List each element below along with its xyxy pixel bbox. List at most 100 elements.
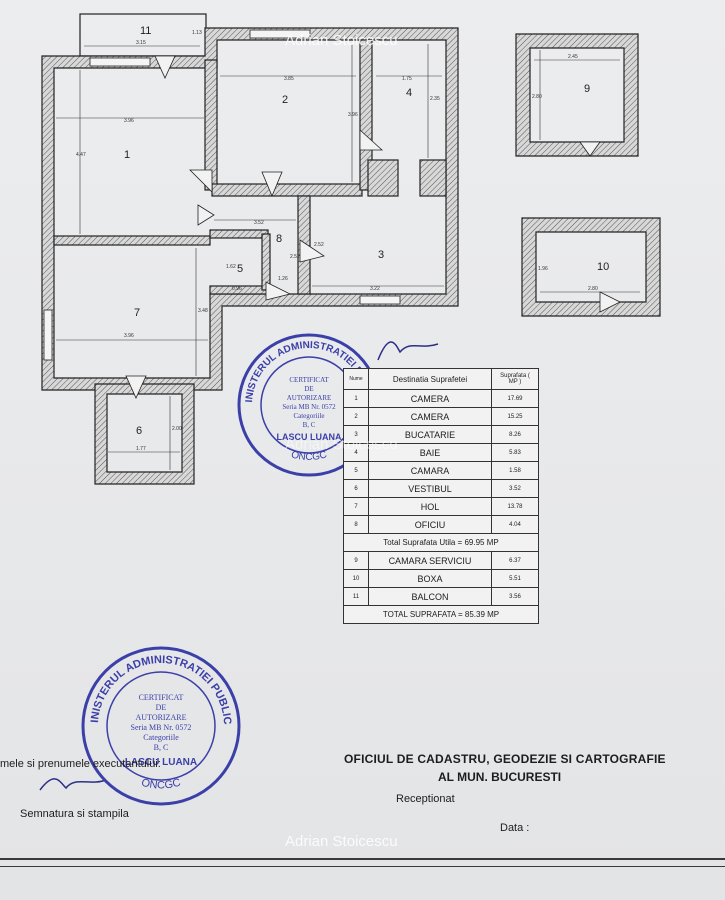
door-icon xyxy=(189,169,213,193)
table-row: 10 BOXA 5.51 xyxy=(343,569,539,588)
room-number: 9 xyxy=(584,83,590,95)
dimension-label: 2.80 xyxy=(588,286,598,292)
door-icon xyxy=(359,129,384,151)
table-row: 9 CAMARA SERVICIU 6.37 xyxy=(343,551,539,570)
wall-1-7 xyxy=(53,235,211,246)
wall-5-top xyxy=(209,229,269,239)
row-value: 15.25 xyxy=(491,407,539,426)
wall-2-8 xyxy=(211,183,363,197)
watermark: Adrian Stoicescu xyxy=(285,32,398,49)
stamp-bottom-text: ONCGC xyxy=(140,777,182,792)
row-name: CAMERA xyxy=(368,389,492,408)
room-number: 2 xyxy=(282,94,288,106)
row-value: 1.58 xyxy=(491,461,539,480)
divider-line xyxy=(0,866,725,867)
date-label: Data : xyxy=(500,822,530,834)
window xyxy=(249,29,311,39)
door-icon xyxy=(265,281,292,301)
room-number: 8 xyxy=(276,233,282,245)
row-number: 1 xyxy=(343,389,369,408)
dimension-label: 3.15 xyxy=(136,40,146,46)
table-row: 8 OFICIU 4.04 xyxy=(343,515,539,534)
dimension-label: 4.47 xyxy=(76,152,86,158)
row-value: 5.51 xyxy=(491,569,539,588)
stamp-line: CERTIFICAT xyxy=(289,376,329,384)
row-name: CAMERA xyxy=(368,407,492,426)
room-number: 3 xyxy=(378,249,384,261)
stamp-line: AUTORIZARE xyxy=(287,394,332,402)
stamp-name: LASCU LUANA xyxy=(125,757,197,768)
row-number: 8 xyxy=(343,515,369,534)
header-nr: Nume xyxy=(343,368,369,390)
dimension-label: 2.35 xyxy=(430,96,440,102)
stamp-line: B, C xyxy=(303,421,316,429)
receptionat-label: Receptionat xyxy=(396,793,455,805)
window xyxy=(43,309,53,361)
door-icon xyxy=(299,239,325,263)
dimension-label: 3.22 xyxy=(370,286,380,292)
table-row: 4 BAIE 5.83 xyxy=(343,443,539,462)
row-number: 10 xyxy=(343,569,369,588)
vestibule-wall xyxy=(94,383,195,485)
door-icon xyxy=(261,171,283,198)
watermark: Adrian Stoicescu xyxy=(285,833,398,850)
table-row: 11 BALCON 3.56 xyxy=(343,587,539,606)
dimension-label: 3.96 xyxy=(124,333,134,339)
dimension-label: 1.62 xyxy=(226,264,236,270)
stamp-line: AUTORIZARE xyxy=(136,713,187,722)
row-name: OFICIU xyxy=(368,515,492,534)
divider-line xyxy=(0,858,725,860)
table-row: 1 CAMERA 17.69 xyxy=(343,389,539,408)
door-icon xyxy=(125,375,147,399)
header-surface: Suprafata ( MP ) xyxy=(491,368,539,390)
table-row: 2 CAMERA 15.25 xyxy=(343,407,539,426)
dimension-label: 1.13 xyxy=(192,30,202,36)
dimension-label: 2.52 xyxy=(314,242,324,248)
dimension-label: 2.80 xyxy=(532,94,542,100)
window xyxy=(359,295,401,305)
stamp-name: LASCU LUANA xyxy=(277,432,342,442)
row-name: VESTIBUL xyxy=(368,479,492,498)
wall-4-right xyxy=(419,159,447,197)
stamp-line: CERTIFICAT xyxy=(139,693,184,702)
table-row: 5 CAMARA 1.58 xyxy=(343,461,539,480)
dimension-label: 3.96 xyxy=(348,112,358,118)
table-row: 7 HOL 13.78 xyxy=(343,497,539,516)
door-icon xyxy=(154,55,176,79)
row-number: 5 xyxy=(343,461,369,480)
dimension-label: 3.85 xyxy=(284,76,294,82)
total-row: TOTAL SUPRAFATA = 85.39 MP xyxy=(343,605,539,624)
row-name: CAMARA xyxy=(368,461,492,480)
dimension-label: 2.00 xyxy=(172,426,182,432)
stamp-line: Seria MB Nr. 0572 xyxy=(131,723,192,732)
row-number: 2 xyxy=(343,407,369,426)
room-9-wall xyxy=(515,33,639,157)
svg-text:ONCGC: ONCGC xyxy=(140,777,182,792)
stamp-line: DE xyxy=(304,385,313,393)
wall-2-4 xyxy=(359,39,373,191)
room-number: 5 xyxy=(237,263,243,275)
office-title-line2: AL MUN. BUCURESTI xyxy=(438,770,562,784)
room-number: 10 xyxy=(597,261,609,273)
dimension-label: 2.52 xyxy=(290,254,300,260)
window xyxy=(89,57,151,67)
dimension-label: 0.96 xyxy=(232,286,242,292)
surface-table: Nume Destinatia Suprafetei Suprafata ( M… xyxy=(343,368,539,624)
room-number: 4 xyxy=(406,87,412,99)
row-number: 11 xyxy=(343,587,369,606)
row-number: 7 xyxy=(343,497,369,516)
room-number: 6 xyxy=(136,425,142,437)
table-header-row: Nume Destinatia Suprafetei Suprafata ( M… xyxy=(343,368,539,390)
row-value: 6.37 xyxy=(491,551,539,570)
dimension-label: 3.48 xyxy=(198,308,208,314)
dimension-label: 1.96 xyxy=(538,266,548,272)
header-destination: Destinatia Suprafetei xyxy=(368,368,492,390)
stamp-line: Seria MB Nr. 0572 xyxy=(282,403,336,411)
door-icon xyxy=(579,141,601,157)
stamp-line: B, C xyxy=(154,743,169,752)
svg-text:ONCGC: ONCGC xyxy=(290,449,328,463)
row-value: 5.83 xyxy=(491,443,539,462)
room-number: 1 xyxy=(124,149,130,161)
wall-4-corner xyxy=(367,159,399,197)
row-name: BALCON xyxy=(368,587,492,606)
